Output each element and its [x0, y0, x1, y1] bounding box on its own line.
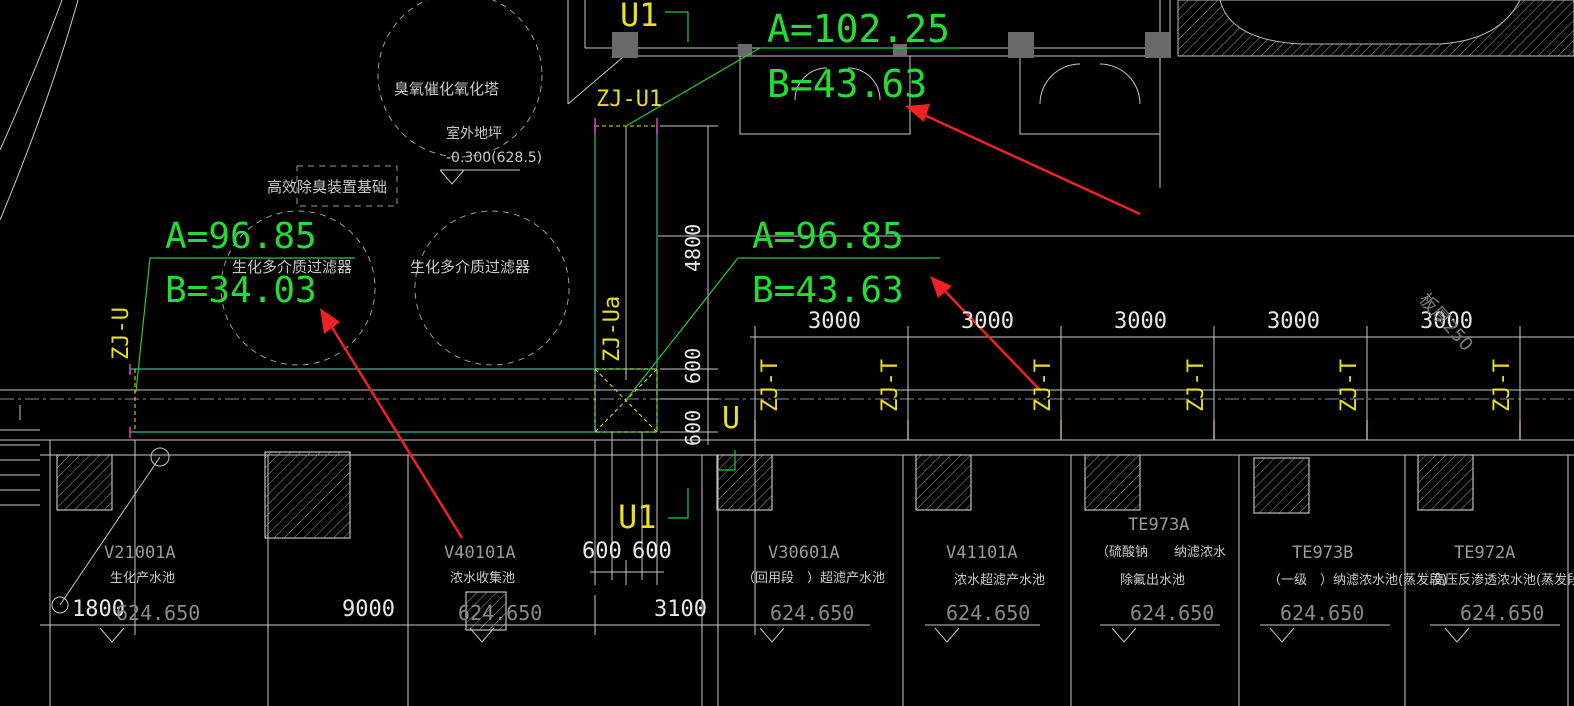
- column-tag-u: U: [722, 401, 740, 436]
- column-tag-zj-t: ZJ-T: [1184, 359, 1209, 412]
- tank-name: 除氟出水池: [1120, 573, 1185, 588]
- tank-name: （硫酸钠 纳滤浓水: [1096, 545, 1226, 560]
- ozone-tower-label: 臭氧催化氧化塔: [394, 80, 499, 98]
- column-pad: [1417, 454, 1474, 511]
- dimension-text: 4800 600 600 3000 3000 3000 3000 3000 60…: [72, 224, 1473, 622]
- dim-1800: 1800: [72, 597, 125, 622]
- column-tag-zj-t: ZJ-T: [758, 359, 783, 412]
- callouts: A=102.25 B=43.63 A=96.85 B=34.03 A=96.85…: [165, 7, 950, 311]
- column-tag-zj-t: ZJ-T: [878, 359, 903, 412]
- arrow-2-head: [320, 308, 340, 334]
- column-tag-zj-t: ZJ-T: [1031, 359, 1056, 412]
- dim-600-upper: 600: [681, 348, 705, 384]
- arrow-1: [921, 112, 1141, 216]
- dim-600-left: 600: [582, 539, 622, 564]
- tank-elevation: 624.650: [116, 601, 200, 625]
- tank-elevation: 624.650: [1130, 601, 1214, 625]
- callout-1-b: B=43.63: [767, 62, 927, 106]
- tank-code: V41101A: [946, 543, 1018, 563]
- tank-elevation: 624.650: [946, 601, 1030, 625]
- tank-code: TE973B: [1292, 543, 1353, 563]
- tank-elevation: 624.650: [1280, 601, 1364, 625]
- deodor-base-label: 高效除臭装置基础: [267, 178, 387, 196]
- column-pad: [1253, 457, 1310, 514]
- column-pad: [56, 454, 113, 511]
- column-tag-u1-top: U1: [620, 0, 659, 34]
- arrow-3: [941, 287, 1041, 391]
- red-arrows: [320, 104, 1141, 539]
- arrow-2: [328, 323, 464, 539]
- dim-3000: 3000: [1267, 309, 1320, 334]
- dim-3000: 3000: [961, 309, 1014, 334]
- filter-1-label: 生化多介质过滤器: [232, 258, 352, 276]
- dim-3000: 3000: [1114, 309, 1167, 334]
- column-tag-u1-bottom: U1: [618, 498, 657, 536]
- tank-code: V21001A: [104, 543, 176, 563]
- column-tag-zj-ua: ZJ-Ua: [600, 296, 625, 362]
- tank-name: 生化产水池: [110, 571, 175, 586]
- tank-code: V40101A: [444, 543, 516, 563]
- dim-4800: 4800: [681, 224, 705, 272]
- outdoor-elevation-label: -0.300(628.5): [446, 150, 542, 166]
- tank-name: 浓水收集池: [450, 570, 515, 586]
- outdoor-ground-label: 室外地坪: [446, 125, 502, 142]
- dim-600-lower: 600: [681, 410, 705, 446]
- tank-code: TE973A: [1128, 515, 1189, 535]
- dim-3000: 3000: [1420, 309, 1473, 334]
- dim-3000: 3000: [808, 309, 861, 334]
- tank-elevation: 624.650: [1460, 601, 1544, 625]
- column-tag-zj-t: ZJ-T: [1490, 359, 1515, 412]
- tank-code: TE972A: [1454, 543, 1515, 563]
- tank-name: （一级 ）纳滤浓水池(蒸发段): [1268, 572, 1447, 588]
- column-pad: [264, 451, 351, 539]
- tank-elevation: 624.650: [770, 601, 854, 625]
- dim-600-right: 600: [632, 539, 672, 564]
- dim-3100: 3100: [654, 597, 707, 622]
- dim-9000: 9000: [342, 597, 395, 622]
- column-tags: ZJ-U1 U1 U1 U ZJ-U ZJ-Ua ZJ-T ZJ-T ZJ-T …: [109, 0, 1515, 536]
- tank-code: V30601A: [768, 543, 840, 563]
- column-pads: [56, 451, 1474, 539]
- dimension-lines: [40, 11, 1574, 635]
- arrow-3-head: [930, 276, 952, 298]
- column-tag-zj-t: ZJ-T: [1337, 359, 1362, 412]
- arrow-1-head: [905, 104, 930, 122]
- leader-lines: [135, 47, 960, 401]
- column-pad: [1084, 454, 1141, 511]
- callout-2-a: A=96.85: [165, 216, 317, 257]
- filter-2-label: 生化多介质过滤器: [410, 258, 530, 276]
- tank-name: 高压反渗透浓水池(蒸发段): [1432, 572, 1574, 588]
- column-pad: [716, 454, 773, 511]
- callout-2-b: B=34.03: [165, 270, 317, 311]
- callout-3-a: A=96.85: [752, 216, 904, 257]
- tank-elevation: 624.650: [458, 601, 542, 625]
- tank-name: 浓水超滤产水池: [954, 573, 1045, 588]
- callout-3-b: B=43.63: [752, 270, 904, 311]
- column-tag-zj-u1: ZJ-U1: [596, 87, 662, 112]
- tank-name: （回用段 ）超滤产水池: [742, 571, 885, 586]
- column-tag-zj-u: ZJ-U: [109, 307, 134, 360]
- column-pad: [915, 454, 972, 511]
- tank-labels: V21001A 生化产水池 624.650 V40101A 浓水收集池 624.…: [104, 515, 1574, 625]
- callout-1-a: A=102.25: [767, 7, 950, 51]
